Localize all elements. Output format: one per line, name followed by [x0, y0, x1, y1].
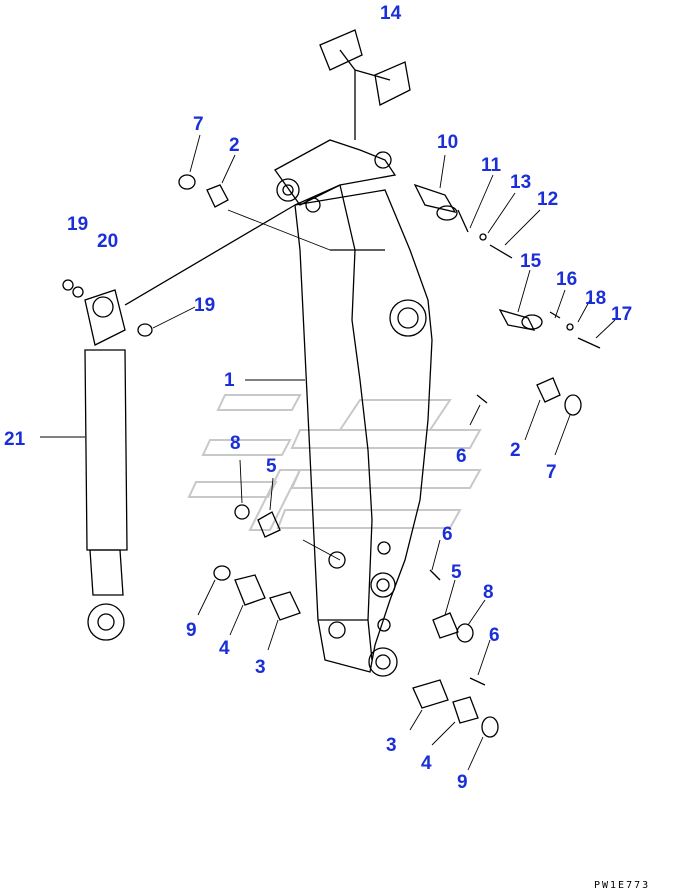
- callout-8: 8: [230, 433, 241, 454]
- watermark-logo: [187, 394, 482, 531]
- callout-8: 8: [483, 582, 494, 603]
- callout-5: 5: [451, 562, 462, 583]
- callout-6: 6: [489, 625, 500, 646]
- callout-14: 14: [380, 3, 402, 24]
- callout-1: 1: [224, 370, 235, 391]
- callout-16: 16: [556, 269, 578, 290]
- callout-17: 17: [611, 304, 633, 325]
- callout-2: 2: [510, 440, 521, 461]
- callout-10: 10: [437, 132, 459, 153]
- callout-20: 20: [97, 231, 119, 252]
- callout-12: 12: [537, 189, 559, 210]
- callout-7: 7: [193, 114, 204, 135]
- pins-bushings: [178, 174, 601, 738]
- callout-4: 4: [421, 753, 432, 774]
- shim-plates: [319, 29, 411, 140]
- callout-6: 6: [456, 446, 467, 467]
- callout-13: 13: [510, 172, 532, 193]
- callout-18: 18: [585, 288, 607, 309]
- callout-19: 19: [194, 295, 216, 316]
- leader-lines: [40, 134, 616, 771]
- callout-4: 4: [219, 638, 230, 659]
- callout-6: 6: [442, 524, 453, 545]
- callout-19: 19: [67, 214, 89, 235]
- drawing-code: PW1E773: [594, 880, 651, 891]
- callout-7: 7: [546, 462, 557, 483]
- callout-5: 5: [266, 456, 277, 477]
- callout-11: 11: [481, 155, 502, 176]
- arm-body: [274, 139, 433, 677]
- hydraulic-cylinder: [62, 204, 296, 641]
- callout-15: 15: [520, 251, 542, 272]
- callout-9: 9: [457, 772, 468, 793]
- callout-3: 3: [386, 735, 397, 756]
- callout-3: 3: [255, 657, 266, 678]
- callout-2: 2: [229, 135, 240, 156]
- callout-21: 21: [4, 429, 26, 450]
- callout-9: 9: [186, 620, 197, 641]
